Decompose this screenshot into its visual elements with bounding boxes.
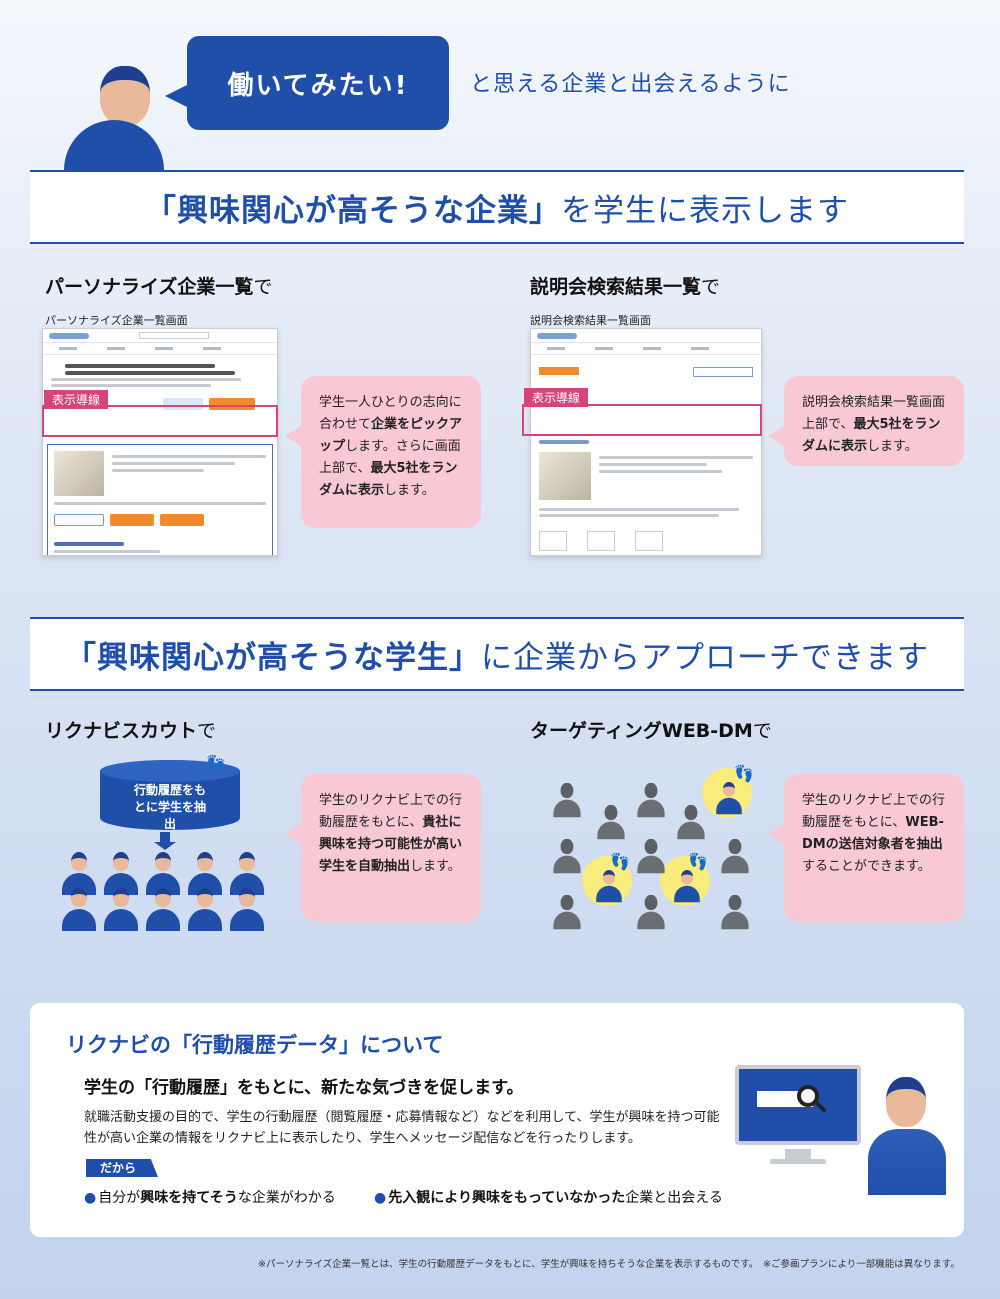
personalize-highlight-label: 表示導線 [44, 390, 109, 409]
student-icon-gray [637, 894, 665, 933]
section1-banner: 「興味関心が高そうな企業」を学生に表示します [30, 170, 964, 244]
bullet-icon: ● [84, 1190, 97, 1206]
card-title: リクナビの「行動履歴データ」について [66, 1033, 444, 1057]
seminar-note: 説明会検索結果一覧画面上部で、最大5社をランダムに表示します。 [768, 376, 964, 466]
magnifier-icon [797, 1085, 819, 1107]
student-icon [674, 870, 700, 906]
bullet-icon: ● [374, 1190, 387, 1206]
behavior-data-card: リクナビの「行動履歴データ」について 学生の「行動履歴」をもとに、新たな気づきを… [30, 1003, 964, 1237]
cylinder-label: 行動履歴をもとに学生を抽出 [133, 783, 206, 831]
student-icon [596, 870, 622, 906]
section1-banner-rest: を学生に表示します [561, 192, 849, 229]
personalize-note: 学生一人ひとりの志向に合わせて企業をピックアップします。さらに画面上部で、最大5… [285, 376, 481, 528]
footprint-icon: 👣 [734, 764, 754, 783]
card-lead: 学生の「行動履歴」をもとに、新たな気づきを促します。 [84, 1078, 524, 1098]
section2-banner: 「興味関心が高そうな学生」に企業からアプローチできます [30, 617, 964, 691]
seminar-highlight-frame [522, 404, 762, 436]
student-icon [230, 888, 264, 936]
student-icon-gray [553, 838, 581, 877]
webdm-heading: ターゲティングWEB-DMで [530, 720, 772, 742]
webdm-note: 学生のリクナビ上での行動履歴をもとに、WEB-DMの送信対象者を抽出することがで… [768, 774, 964, 922]
student-icon [230, 852, 264, 900]
dakara-tag: だから [86, 1159, 158, 1177]
student-icon-gray [637, 838, 665, 877]
scout-heading: リクナビスカウトで [45, 720, 217, 742]
point-1: ●自分が興味を持てそうな企業がわかる [84, 1190, 336, 1206]
card-body: 就職活動支援の目的で、学生の行動履歴（閲覧履歴・応募情報など）などを利用して、学… [84, 1110, 720, 1146]
student-icon [188, 852, 222, 900]
scout-note: 学生のリクナビ上での行動履歴をもとに、貴社に興味を持つ可能性が高い学生を自動抽出… [285, 774, 481, 922]
student-icon-gray [553, 894, 581, 933]
header-tagline: と思える企業と出会えるように [470, 72, 791, 97]
student-icon [104, 852, 138, 900]
extraction-cylinder: 行動履歴をもとに学生を抽出 [100, 760, 240, 831]
section2-banner-bold: 「興味関心が高そうな学生」 [65, 639, 481, 676]
student-icon [146, 888, 180, 936]
student-icon [62, 888, 96, 936]
seminar-highlight-label: 表示導線 [524, 388, 589, 407]
personalize-screen-mock [42, 328, 278, 556]
student-avatar-head [96, 60, 154, 130]
footnote: ※パーソナライズ企業一覧とは、学生の行動履歴データをもとに、学生が興味を持ちそう… [258, 1259, 960, 1270]
personalize-highlight-frame [42, 405, 278, 437]
student-icon-gray [721, 894, 749, 933]
student-icon-gray [597, 804, 625, 843]
point-2: ●先入観により興味をもっていなかった企業と出会える [374, 1190, 723, 1206]
footprint-icon: 👣 [610, 852, 630, 871]
student-icon-gray [637, 782, 665, 821]
student-icon [146, 852, 180, 900]
footprint-icon: 👣 [206, 754, 226, 773]
student-icon [104, 888, 138, 936]
seminar-caption: 説明会検索結果一覧画面 [530, 314, 651, 327]
student-icon-gray [677, 804, 705, 843]
student-icon [62, 852, 96, 900]
section2-banner-rest: に企業からアプローチできます [481, 639, 929, 676]
speech-bubble: 働いてみたい! [165, 36, 449, 130]
student-icon-gray [553, 782, 581, 821]
section1-banner-bold: 「興味関心が高そうな企業」 [145, 192, 561, 229]
seminar-heading: 説明会検索結果一覧で [530, 276, 721, 298]
student-icon [188, 888, 222, 936]
student-icon-gray [721, 838, 749, 877]
personalize-heading: パーソナライズ企業一覧で [45, 276, 273, 298]
student-icon [716, 782, 742, 818]
personalize-caption: パーソナライズ企業一覧画面 [45, 314, 188, 327]
monitor-stand [785, 1149, 811, 1161]
monitor-base [770, 1159, 826, 1164]
seminar-screen-mock [530, 328, 762, 556]
monitor-icon [735, 1065, 861, 1145]
student-illustration [868, 1077, 946, 1195]
arrow-down-icon [154, 832, 176, 850]
footprint-icon: 👣 [688, 852, 708, 871]
